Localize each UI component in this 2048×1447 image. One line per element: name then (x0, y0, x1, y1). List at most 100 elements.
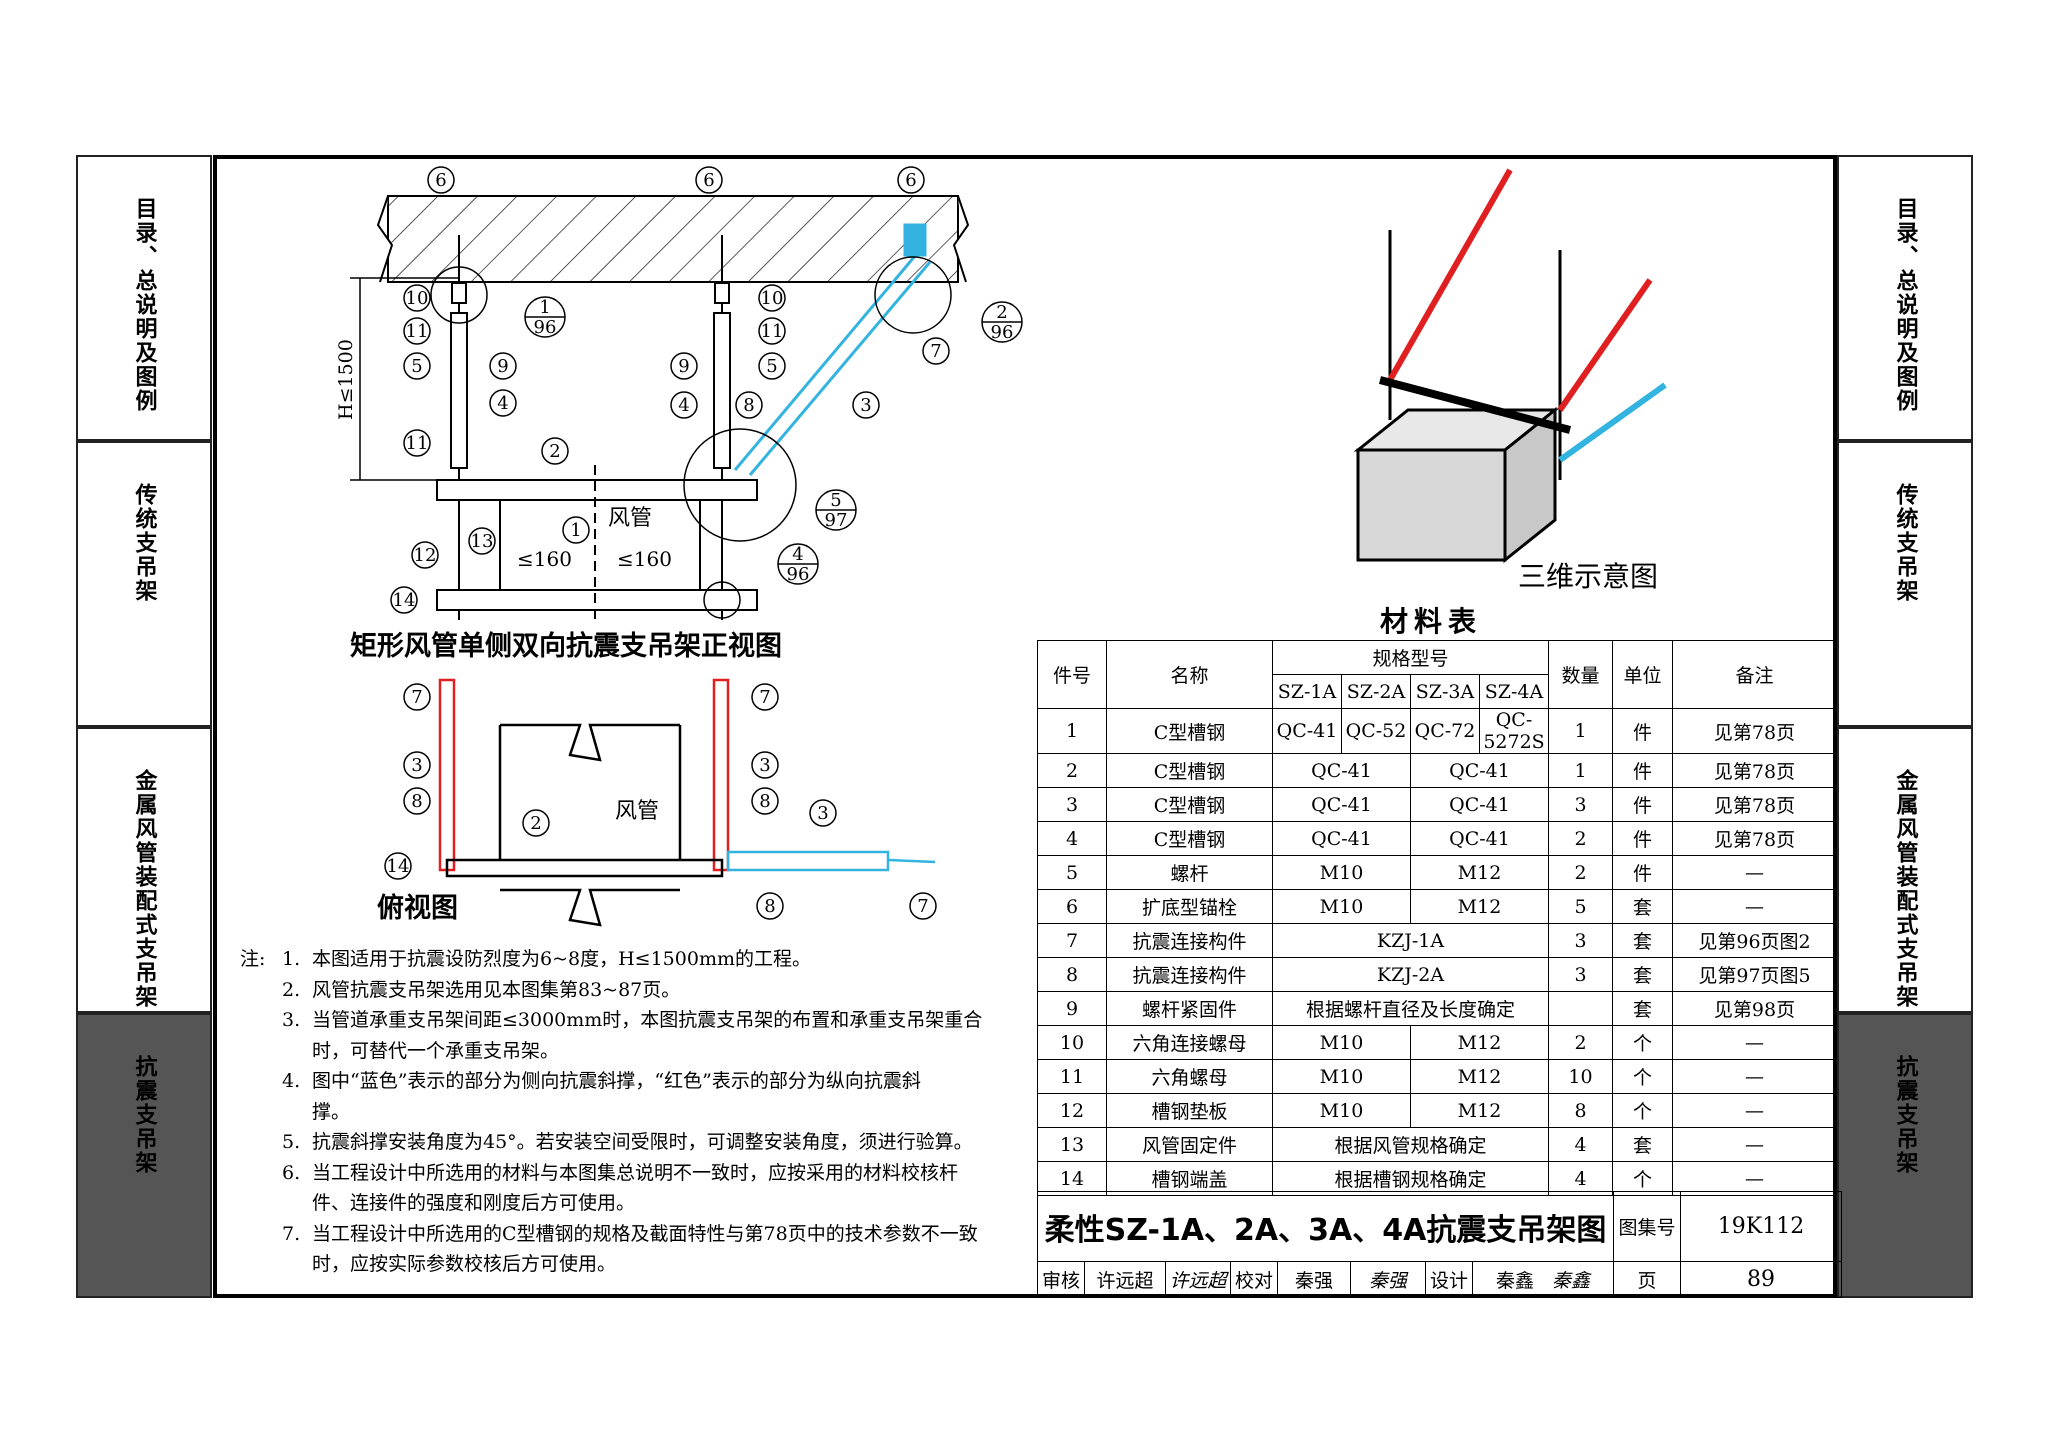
side-tab-label: 传统支吊架 (1892, 483, 1918, 603)
side-tab-label: 目录、总说明及图例 (1892, 197, 1918, 413)
cell-name: 扩底型锚栓 (1106, 889, 1273, 924)
note-number: 7. (282, 1222, 301, 1245)
cell-spec: 根据螺杆直径及长度确定 (1272, 991, 1549, 1026)
cell-name: 槽钢端盖 (1106, 1161, 1273, 1196)
svg-text:12: 12 (414, 545, 437, 566)
header-model: SZ-2A (1341, 674, 1411, 709)
cell-remark: 见第97页图5 (1672, 957, 1837, 992)
cell-remark: 见第78页 (1672, 821, 1837, 856)
note-text: 风管抗震支吊架选用见本图集第83~87页。 (312, 978, 681, 1001)
svg-text:11: 11 (406, 433, 429, 454)
svg-text:3: 3 (411, 755, 422, 776)
page-number: 89 (1680, 1261, 1842, 1298)
cell-spec: QC-41 (1272, 708, 1342, 754)
cell-no: 2 (1037, 753, 1107, 788)
note-number: 1. (282, 948, 301, 970)
cell-unit: 套 (1612, 957, 1673, 992)
note-text: 件、连接件的强度和刚度后方可使用。 (312, 1192, 636, 1214)
cell-unit: 套 (1612, 1127, 1673, 1162)
header-remark: 备注 (1672, 640, 1837, 709)
note-text: 当工程设计中所选用的材料与本图集总说明不一致时，应按采用的材料校核杆 (312, 1161, 959, 1184)
cell-spec: KZJ-1A (1272, 923, 1549, 958)
cell-unit: 件 (1612, 855, 1673, 890)
side-tab-right-2: 传统支吊架 (1837, 441, 1973, 727)
note-line: 3. 当管道承重支吊架间距≤3000mm时，本图抗震支吊架的布置和承重支吊架重合 (240, 1005, 1030, 1036)
cell-spec: 根据槽钢规格确定 (1272, 1161, 1549, 1196)
svg-text:9: 9 (678, 356, 689, 377)
review-label: 审核 (1037, 1261, 1085, 1298)
top-view (438, 678, 936, 927)
side-tab-right-3: 金属风管装配式支吊架 (1837, 727, 1973, 1013)
note-text: 抗震斜撑安装角度为45°。若安装空间受限时，可调整安装角度，须进行验算。 (312, 1131, 973, 1153)
cell-spec: QC-41 (1410, 821, 1549, 856)
drawing-title: 柔性SZ-1A、2A、3A、4A抗震支吊架图 (1037, 1191, 1614, 1262)
cell-no: 5 (1037, 855, 1107, 890)
callout-bubble: 7 3 8 14 2 7 3 8 3 8 7 (384, 683, 937, 920)
cell-qty: 5 (1548, 889, 1613, 924)
cell-spec: M10 (1272, 889, 1411, 924)
cell-unit: 件 (1612, 708, 1673, 754)
note-number: 3. (282, 1009, 301, 1031)
header-model: SZ-4A (1479, 674, 1549, 709)
cell-remark: — (1672, 1025, 1837, 1060)
cell-unit: 件 (1612, 821, 1673, 856)
side-tab-label: 金属风管装配式支吊架 (1892, 769, 1918, 1009)
cell-unit: 件 (1612, 787, 1673, 822)
cell-unit: 套 (1612, 889, 1673, 924)
cell-spec: M10 (1272, 855, 1411, 890)
svg-text:14: 14 (387, 856, 410, 877)
dimension-h (350, 277, 460, 481)
cell-spec: M10 (1272, 1093, 1411, 1128)
svg-text:6: 6 (435, 170, 446, 191)
cell-no: 11 (1037, 1059, 1107, 1094)
cell-qty: 2 (1548, 821, 1613, 856)
side-tab-left-2: 传统支吊架 (76, 441, 212, 727)
cell-no: 8 (1037, 957, 1107, 992)
svg-text:4: 4 (497, 393, 508, 414)
cell-spec: M12 (1410, 1093, 1549, 1128)
design-label: 设计 (1425, 1261, 1473, 1298)
note-label (240, 1127, 282, 1158)
duct-label-front: 风管 (608, 506, 652, 531)
cell-name: 抗震连接构件 (1106, 923, 1273, 958)
cell-no: 12 (1037, 1093, 1107, 1128)
cell-spec: QC-5272S (1479, 708, 1549, 754)
svg-text:5: 5 (411, 356, 422, 377)
cell-remark: 见第96页图2 (1672, 923, 1837, 958)
note-line: 时，应按实际参数校核后方可使用。 (240, 1249, 1030, 1280)
top-view-title: 俯视图 (377, 892, 458, 924)
cell-spec: M12 (1410, 1059, 1549, 1094)
cell-spec: QC-41 (1410, 753, 1549, 788)
cell-spec: 根据风管规格确定 (1272, 1127, 1549, 1162)
cell-spec: M12 (1410, 1025, 1549, 1060)
cell-no: 4 (1037, 821, 1107, 856)
note-number (282, 1188, 312, 1219)
note-text: 时，应按实际参数校核后方可使用。 (312, 1253, 617, 1275)
note-number: 4. (282, 1070, 301, 1092)
cell-name: 螺杆紧固件 (1106, 991, 1273, 1026)
cell-unit: 个 (1612, 1025, 1673, 1060)
cell-name: C型槽钢 (1106, 708, 1273, 754)
atlas-number: 19K112 (1680, 1191, 1842, 1262)
note-line: 件、连接件的强度和刚度后方可使用。 (240, 1188, 1030, 1219)
svg-text:6: 6 (905, 170, 916, 191)
cell-name: C型槽钢 (1106, 787, 1273, 822)
cell-spec: QC-41 (1272, 753, 1411, 788)
cell-name: 六角连接螺母 (1106, 1025, 1273, 1060)
note-text: 当管道承重支吊架间距≤3000mm时，本图抗震支吊架的布置和承重支吊架重合 (312, 1009, 983, 1031)
header-model: SZ-3A (1410, 674, 1480, 709)
designer-signature: 秦鑫 (1552, 1270, 1591, 1292)
svg-text:11: 11 (406, 321, 429, 342)
cell-no: 13 (1037, 1127, 1107, 1162)
note-text: 时，可替代一个承重支吊架。 (312, 1039, 560, 1062)
